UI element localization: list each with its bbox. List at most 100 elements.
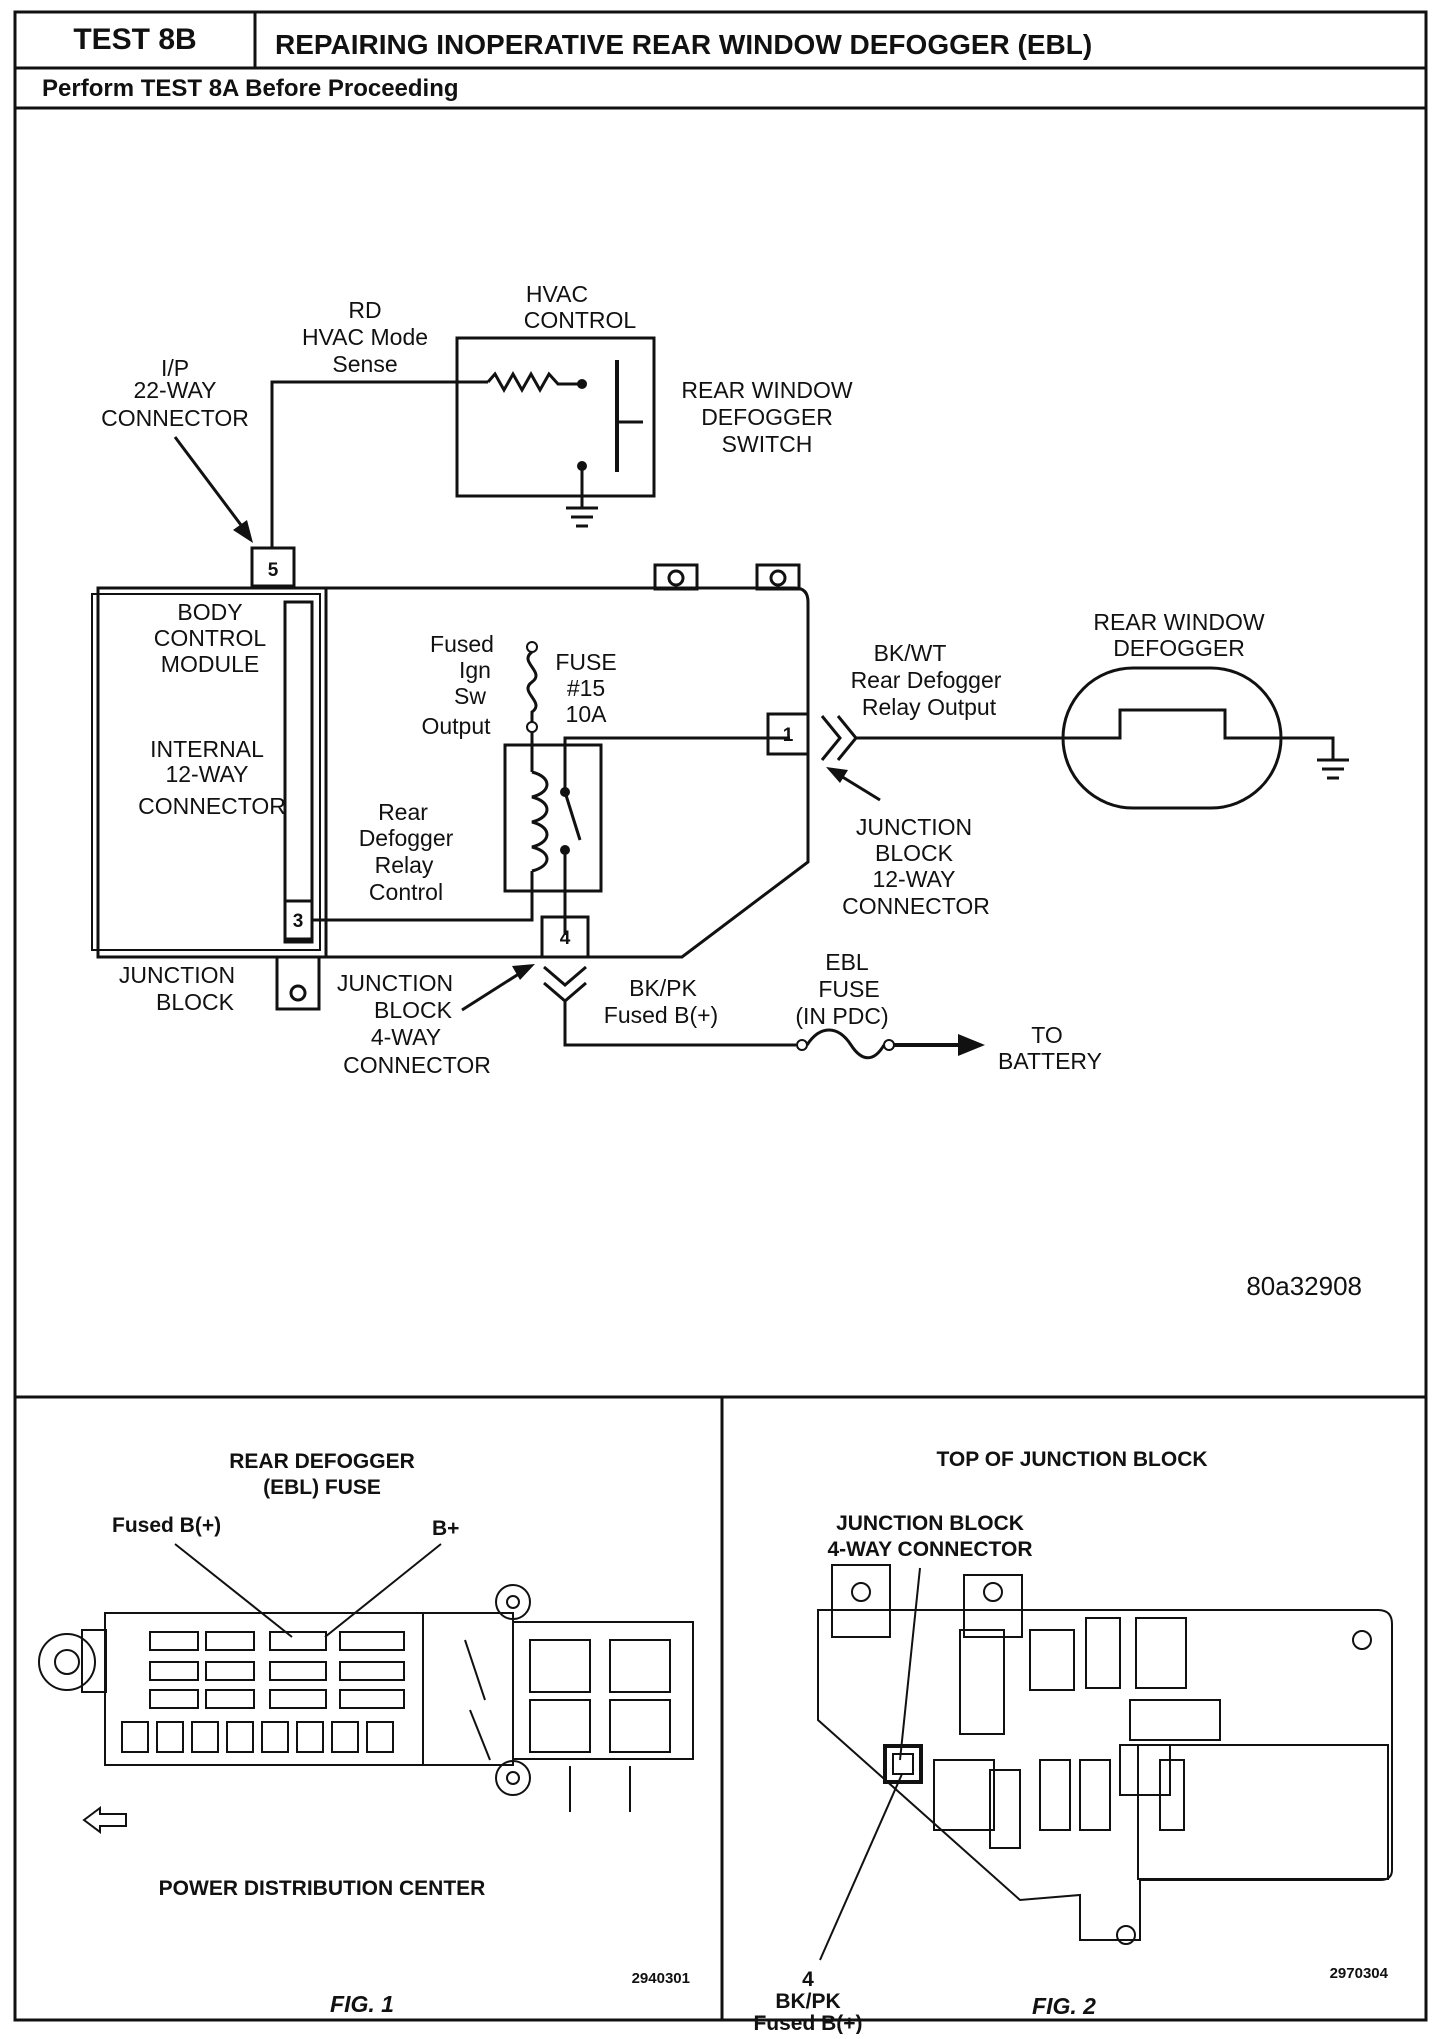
svg-text:(EBL) FUSE: (EBL) FUSE: [263, 1476, 381, 1499]
hvac-control: HVAC CONTROL: [455, 281, 656, 528]
svg-text:Fused B(+): Fused B(+): [753, 2012, 862, 2034]
svg-text:Sense: Sense: [332, 351, 397, 377]
fig1-ref: 2940301: [632, 1970, 690, 1987]
svg-text:22-WAY: 22-WAY: [133, 377, 216, 403]
ground-icon: [1317, 758, 1349, 780]
svg-text:Defogger: Defogger: [359, 825, 454, 851]
arrow-head-icon: [233, 520, 253, 543]
svg-text:REAR WINDOW: REAR WINDOW: [681, 377, 853, 403]
svg-text:Sw: Sw: [454, 683, 486, 709]
pin-4-label: 4: [560, 928, 571, 949]
jb4-connector-label: JUNCTION BLOCK 4-WAY CONNECTOR: [337, 964, 535, 1078]
svg-text:Fused B(+): Fused B(+): [604, 1002, 718, 1028]
bcm-outline: [96, 586, 328, 959]
pin-5-label: 5: [268, 560, 279, 581]
svg-text:HVAC Mode: HVAC Mode: [302, 324, 428, 350]
svg-text:BATTERY: BATTERY: [998, 1048, 1102, 1074]
ebl-fuse-label: EBL FUSE (IN PDC): [795, 949, 888, 1029]
pin-1-label: 1: [783, 725, 794, 746]
svg-text:MODULE: MODULE: [161, 651, 259, 677]
fuse-15-icon: [526, 641, 538, 745]
pin4-label: 4: [802, 1968, 814, 1991]
svg-text:JUNCTION: JUNCTION: [337, 970, 453, 996]
schematic: I/P 22-WAY CONNECTOR RD HVAC Mode Sense …: [91, 281, 1362, 1301]
fused-ign-label: Fused Ign Sw Output: [421, 631, 493, 739]
svg-text:12-WAY: 12-WAY: [165, 761, 248, 787]
svg-text:FUSE: FUSE: [555, 649, 616, 675]
svg-text:#15: #15: [567, 675, 605, 701]
fig2-ref: 2970304: [1330, 1965, 1389, 1982]
svg-text:Output: Output: [421, 713, 491, 739]
svg-text:Rear: Rear: [378, 799, 428, 825]
pin-4-box: [540, 915, 590, 959]
relay-control-label: Rear Defogger Relay Control: [359, 799, 454, 905]
fig1-title: REAR DEFOGGER: [229, 1450, 415, 1473]
svg-text:Fused: Fused: [430, 631, 494, 657]
test-id: TEST 8B: [73, 23, 196, 56]
front-arrow-icon: [82, 1806, 127, 1834]
page-subtitle: Perform TEST 8A Before Proceeding: [42, 75, 459, 102]
pdc-caption: POWER DISTRIBUTION CENTER: [159, 1877, 486, 1900]
mounting-tabs: [275, 563, 801, 1011]
rear-defogger-relay: [503, 743, 603, 935]
ebl-fuse-icon: [796, 1028, 895, 1060]
b-plus-label: B+: [432, 1517, 459, 1540]
ip-connector-label: I/P 22-WAY CONNECTOR: [101, 355, 253, 543]
jb12-connector-icon: [820, 715, 858, 761]
svg-text:CONNECTOR: CONNECTOR: [101, 405, 249, 431]
svg-text:Relay: Relay: [375, 852, 434, 878]
bcm-label: BODY CONTROL MODULE: [154, 599, 267, 677]
svg-text:Ign: Ign: [459, 657, 491, 683]
svg-text:CONNECTOR: CONNECTOR: [842, 893, 990, 919]
svg-text:CONNECTOR: CONNECTOR: [138, 793, 286, 819]
svg-text:RD: RD: [348, 297, 381, 323]
rd-wire-label: RD HVAC Mode Sense: [302, 297, 428, 377]
bkpk-wire: [563, 1001, 796, 1047]
jb4-connector-title: JUNCTION BLOCK: [836, 1512, 1024, 1535]
svg-text:BLOCK: BLOCK: [156, 989, 235, 1015]
svg-text:10A: 10A: [566, 701, 608, 727]
svg-text:CONTROL: CONTROL: [524, 307, 637, 333]
arrow-head-icon: [826, 767, 848, 783]
defogger-switch-label: REAR WINDOW DEFOGGER SWITCH: [681, 377, 853, 457]
svg-text:REAR WINDOW: REAR WINDOW: [1093, 609, 1265, 635]
fused-b-label: Fused B(+): [112, 1514, 221, 1537]
svg-text:CONNECTOR: CONNECTOR: [343, 1052, 491, 1078]
svg-text:BK/WT: BK/WT: [874, 640, 947, 666]
relay-switch-arm: [563, 791, 582, 841]
internal-connector-bar: [283, 600, 314, 944]
pin-3-label: 3: [293, 911, 304, 932]
svg-text:BLOCK: BLOCK: [374, 997, 453, 1023]
internal-connector-label: INTERNAL 12-WAY CONNECTOR: [138, 736, 286, 819]
svg-text:12-WAY: 12-WAY: [872, 866, 955, 892]
relay-control-wire: [312, 890, 534, 922]
rd-wire: [270, 380, 488, 548]
svg-text:SWITCH: SWITCH: [722, 431, 813, 457]
svg-text:Relay Output: Relay Output: [862, 694, 997, 720]
page-title: REPAIRING INOPERATIVE REAR WINDOW DEFOGG…: [275, 29, 1092, 60]
jb12-connector-label: JUNCTION BLOCK 12-WAY CONNECTOR: [826, 767, 990, 919]
pin-5-box: [250, 546, 296, 588]
junction-block-label: JUNCTION BLOCK: [119, 962, 235, 1015]
fig2-title: TOP OF JUNCTION BLOCK: [936, 1448, 1207, 1471]
svg-text:(IN PDC): (IN PDC): [795, 1003, 888, 1029]
jb4-connector-icon: [543, 965, 587, 1003]
svg-text:JUNCTION: JUNCTION: [119, 962, 235, 988]
svg-text:4-WAY: 4-WAY: [371, 1024, 441, 1050]
jb4-connector-highlight: [883, 1744, 923, 1784]
relay-coil-icon: [531, 770, 549, 873]
arrow-head-icon: [512, 964, 535, 980]
svg-text:EBL: EBL: [825, 949, 869, 975]
svg-text:BLOCK: BLOCK: [875, 840, 954, 866]
svg-text:BK/PK: BK/PK: [629, 975, 697, 1001]
bkpk-wire-label: BK/PK Fused B(+): [604, 975, 718, 1028]
heater-grid-icon: [1063, 708, 1281, 740]
relay-output-wire: [563, 736, 790, 743]
svg-text:INTERNAL: INTERNAL: [150, 736, 264, 762]
fuse-slots: [121, 1631, 671, 1753]
fig2-panel: TOP OF JUNCTION BLOCK JUNCTION BLOCK 4-W…: [753, 1448, 1393, 2035]
svg-text:4-WAY CONNECTOR: 4-WAY CONNECTOR: [828, 1538, 1033, 1561]
page-frame: [13, 10, 1428, 2022]
